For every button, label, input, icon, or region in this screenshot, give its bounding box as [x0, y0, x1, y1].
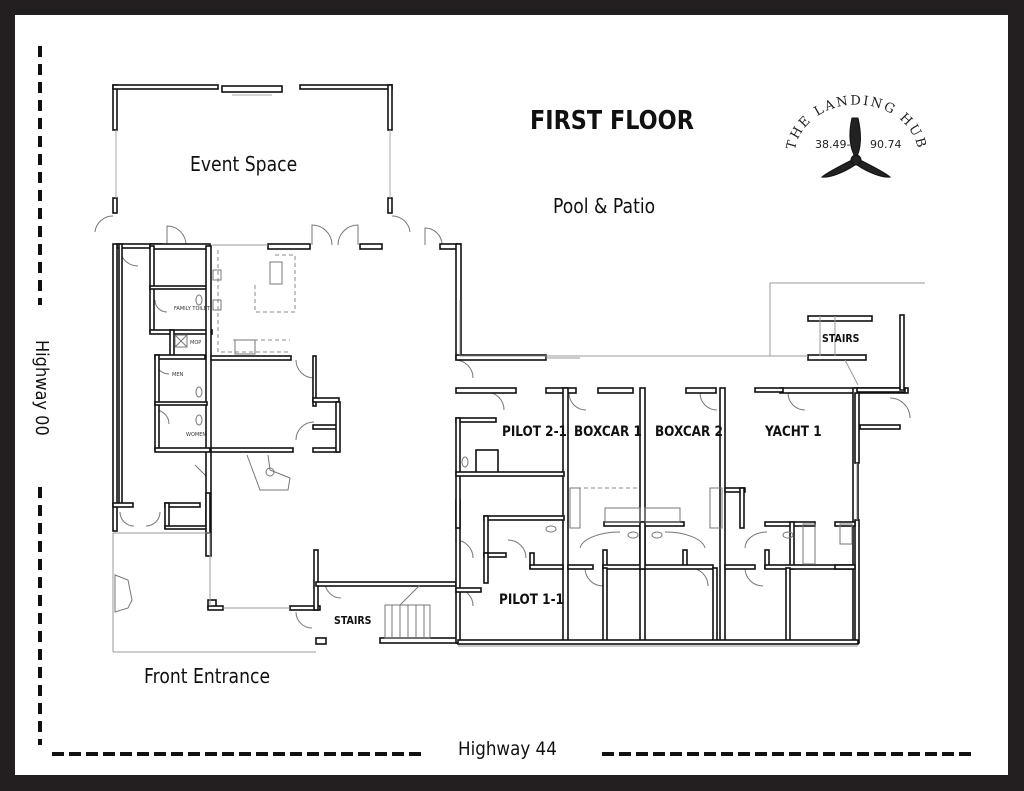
restroom-mop: MOP	[190, 340, 202, 346]
room-boxcar-2: BOXCAR 2	[655, 424, 723, 440]
room-pilot-2-1: PILOT 2-1	[502, 424, 567, 440]
room-boxcar-1: BOXCAR 1	[574, 424, 642, 440]
room-yacht-1: YACHT 1	[765, 424, 822, 440]
restroom-women: WOMEN	[186, 432, 207, 438]
area-pool-patio: Pool & Patio	[553, 194, 656, 218]
logo: 38.49- 90.74	[780, 82, 940, 192]
stairs-south: STAIRS	[334, 614, 372, 627]
restroom-family: FAMILY TOILET	[174, 306, 210, 312]
logo-coord-left: 38.49-	[815, 138, 851, 151]
road-highway-00: Highway 00	[31, 340, 52, 436]
restroom-men: MEN	[172, 372, 184, 378]
area-front-entrance: Front Entrance	[144, 664, 271, 688]
area-event-space: Event Space	[190, 152, 298, 176]
page-title: FIRST FLOOR	[530, 106, 694, 136]
room-pilot-1-1: PILOT 1-1	[499, 592, 564, 608]
stairs-east: STAIRS	[822, 332, 860, 345]
road-highway-44: Highway 44	[458, 738, 557, 760]
propeller-icon	[820, 117, 892, 178]
floor-plan-sheet	[15, 15, 1008, 775]
event-space-walls	[112, 84, 393, 214]
building-walls	[112, 243, 909, 645]
logo-coord-right: 90.74	[870, 138, 902, 151]
